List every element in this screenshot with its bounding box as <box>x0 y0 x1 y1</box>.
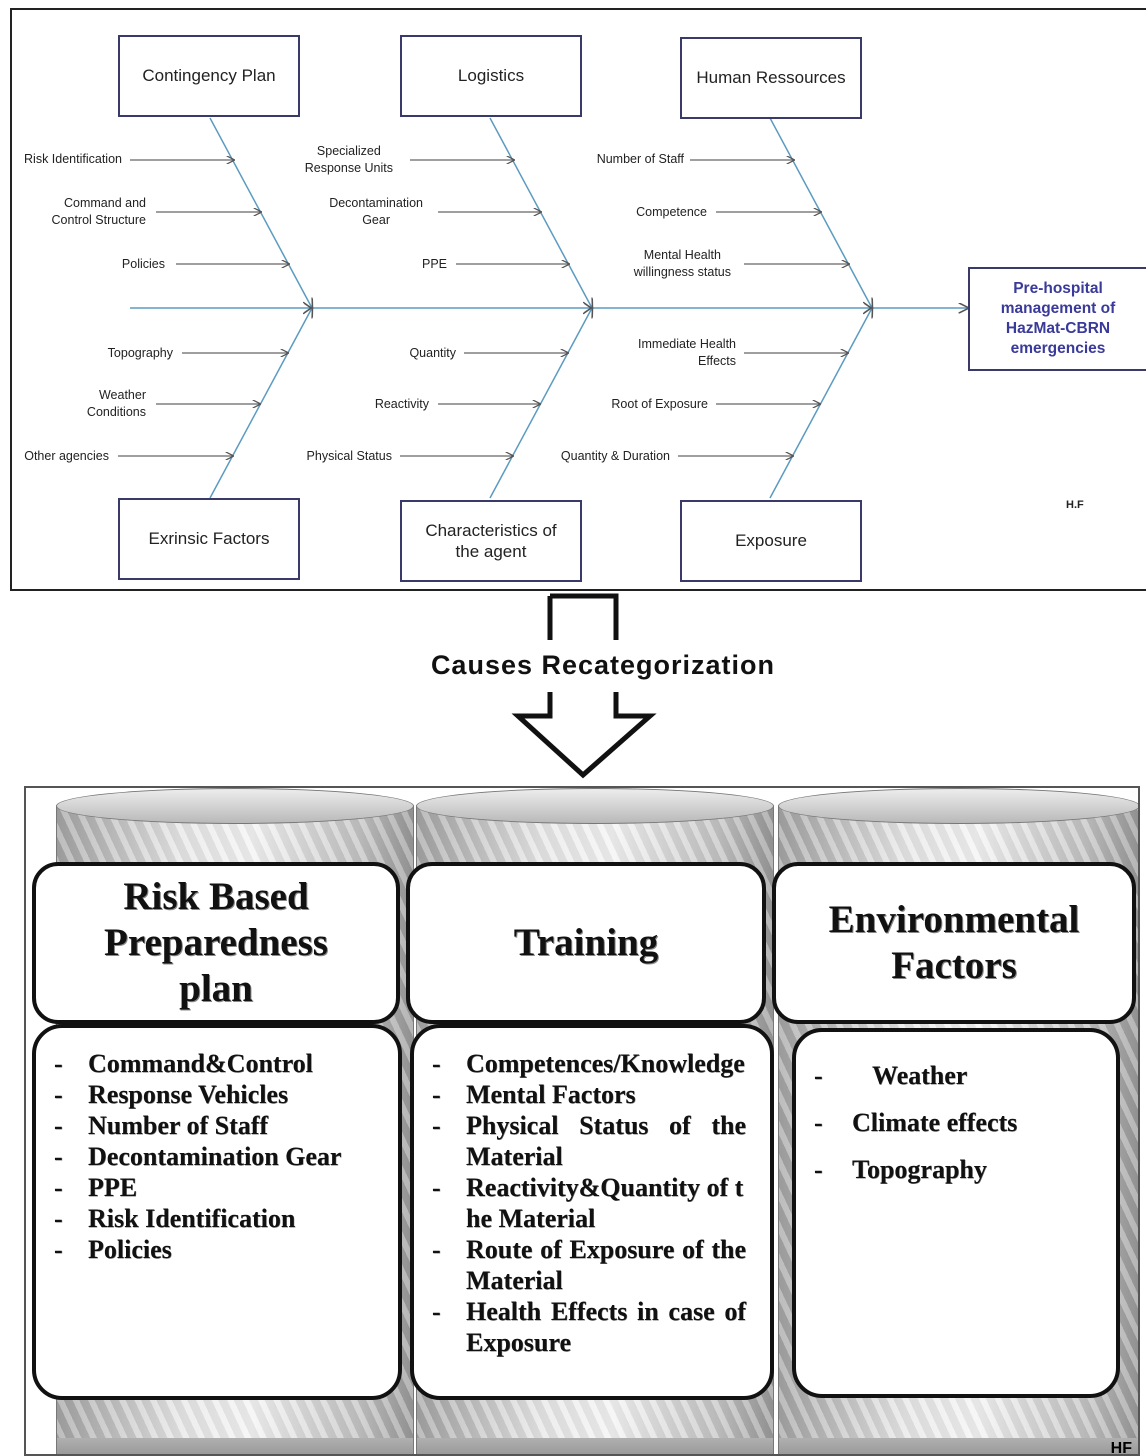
recategorization-label: Causes Recategorization <box>430 650 776 680</box>
cause-label: Other agencies <box>24 449 109 463</box>
cause-label: PPE <box>421 257 447 271</box>
bone-exposure <box>769 308 872 499</box>
pillar-item: -Reactivity&Quantity of the Material <box>432 1173 744 1233</box>
bone-agent <box>489 308 592 499</box>
category-agent: Characteristics of the agent <box>400 500 582 582</box>
pillar-item: -Competences/Knowledge <box>432 1049 745 1078</box>
pillar-title: Risk Based Preparedness plan <box>104 874 328 1010</box>
cause-label: Number of Staff <box>596 152 684 166</box>
effect-label: Pre-hospital management of HazMat-CBRN e… <box>1000 279 1116 358</box>
pillar-item: -Route of Exposure of the Material <box>432 1235 746 1295</box>
pillar-item: -Topography <box>814 1155 987 1184</box>
pillar-item: -Number of Staff <box>54 1111 269 1140</box>
bone-extrinsic-factors <box>209 308 312 499</box>
cause-label: Command and Control Structure <box>51 196 146 227</box>
pillar-body-box: -Weather -Climate effects -Topography <box>792 1028 1120 1398</box>
pillar-item: -Command&Control <box>54 1049 313 1078</box>
pillar-item: -Policies <box>54 1235 172 1264</box>
pillar-item: -Climate effects <box>814 1108 1018 1137</box>
pillar-item: -Physical Status of the Material <box>432 1111 746 1171</box>
pillar-base <box>417 1438 773 1454</box>
pillar-cap <box>416 788 774 824</box>
pillar-item: -Risk Identification <box>54 1204 296 1233</box>
cause-label: Decontamination Gear <box>329 196 423 227</box>
fishbone-frame <box>10 8 1146 591</box>
category-human-resources: Human Ressources <box>680 37 862 119</box>
pillar-items: -Weather -Climate effects -Topography <box>796 1060 1116 1185</box>
pillar-cap <box>778 788 1138 824</box>
pillar-body-box: -Competences/Knowledge -Mental Factors -… <box>410 1024 774 1400</box>
cause-label: Policies <box>121 257 165 271</box>
pillar-item: -Health Effects in case of Exposure <box>432 1297 746 1357</box>
pillar-item: -Mental Factors <box>432 1080 636 1109</box>
category-exposure: Exposure <box>680 500 862 582</box>
pillars-frame: Risk Based Preparedness plan Training En… <box>24 786 1140 1456</box>
cause-label: Mental Health willingness status <box>633 248 731 279</box>
cause-label: Quantity & Duration <box>560 449 670 463</box>
pillar-item: -Decontamination Gear <box>54 1142 342 1171</box>
pillar-item: -PPE <box>54 1173 138 1202</box>
cause-label: Specialized Response Units <box>304 144 393 175</box>
category-contingency-plan: Contingency Plan <box>118 35 300 117</box>
pillar-title: Training <box>513 920 659 964</box>
pillar-item: -Weather <box>814 1061 968 1090</box>
pillar-body-box: -Command&Control -Response Vehicles -Num… <box>32 1024 402 1400</box>
pillar-base <box>57 1438 413 1454</box>
pillar-cap <box>56 788 414 824</box>
cause-label: Root of Exposure <box>611 397 708 411</box>
pillar-title: Environmental Factors <box>828 897 1080 987</box>
cause-label: Weather Conditions <box>86 388 146 419</box>
cause-label: Risk Identification <box>24 152 122 166</box>
cause-label: Quantity <box>409 346 456 360</box>
cause-label: Immediate Health Effects <box>638 337 736 368</box>
fishbone-bones <box>118 117 1146 499</box>
pillar-items: -Command&Control -Response Vehicles -Num… <box>36 1048 398 1265</box>
pillar-items: -Competences/Knowledge -Mental Factors -… <box>414 1048 770 1358</box>
cause-label: Reactivity <box>374 397 429 411</box>
effect-box: Pre-hospital management of HazMat-CBRN e… <box>968 267 1146 371</box>
pillar-item: -Response Vehicles <box>54 1080 289 1109</box>
cause-label: Physical Status <box>306 449 392 463</box>
category-logistics: Logistics <box>400 35 582 117</box>
pillar-base <box>779 1438 1138 1454</box>
cause-label: Competence <box>636 205 707 219</box>
cause-label: Topography <box>107 346 173 360</box>
category-extrinsic-factors: Exrinsic Factors <box>118 498 300 580</box>
pillar-title-box: Risk Based Preparedness plan <box>32 862 400 1024</box>
pillar-title-box: Environmental Factors <box>772 862 1136 1024</box>
signature-top: H.F <box>1066 499 1084 511</box>
recategorization-arrow <box>511 593 657 779</box>
signature-bottom: HF <box>1110 1440 1132 1456</box>
pillar-title-box: Training <box>406 862 766 1024</box>
